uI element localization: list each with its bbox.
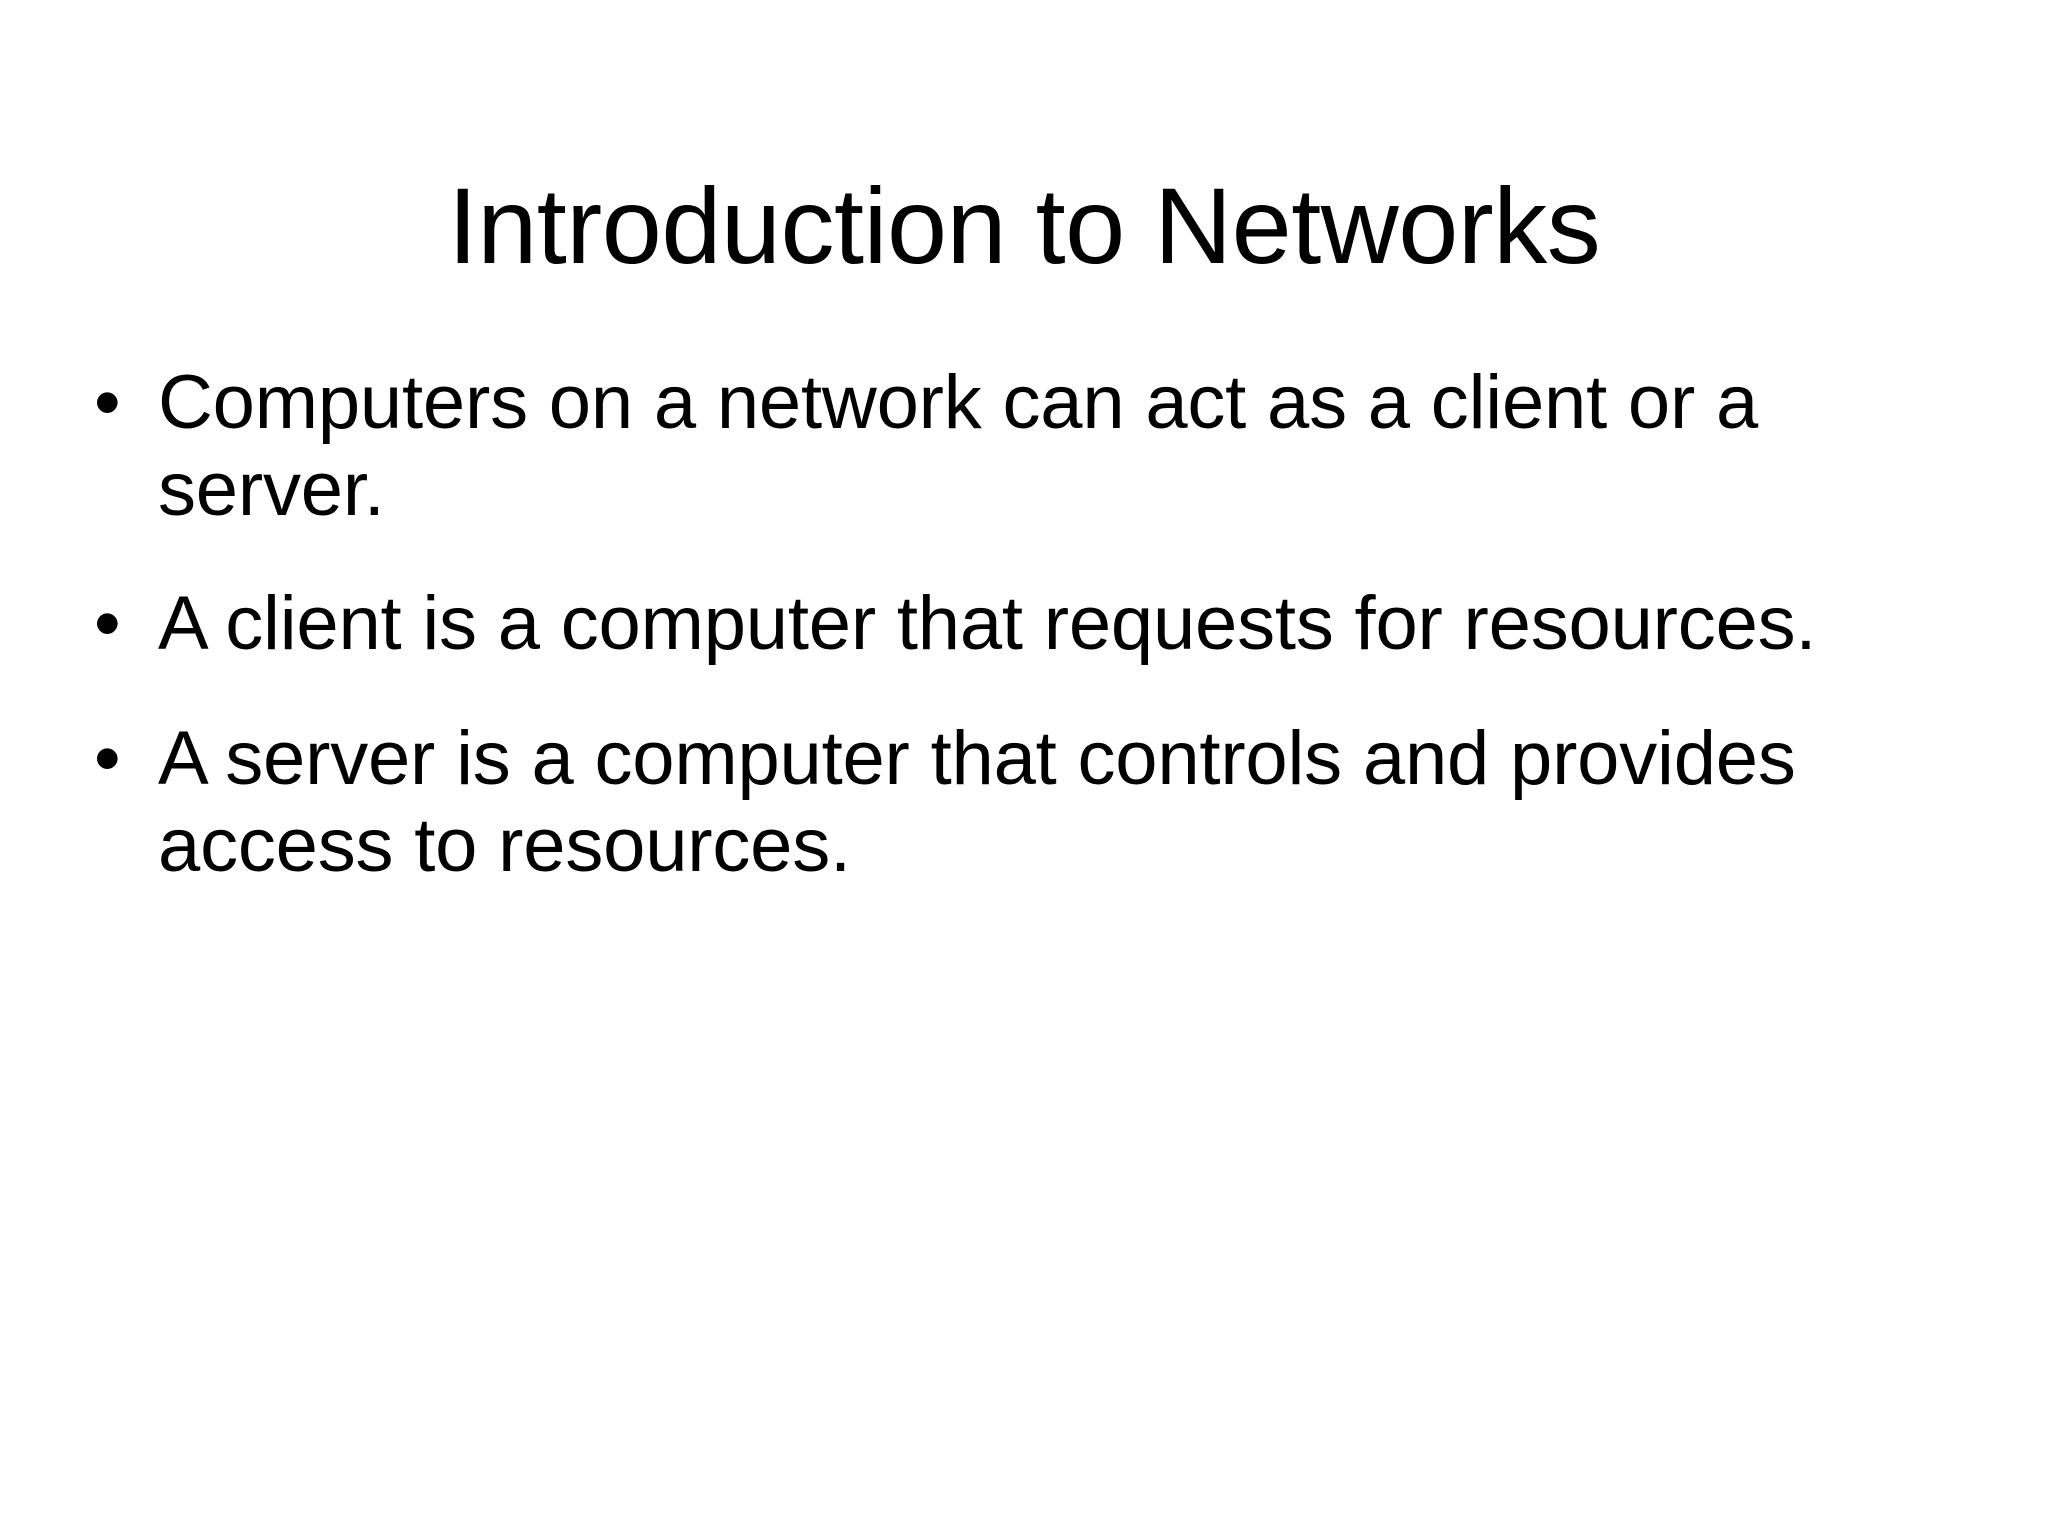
bullet-point-icon: •	[94, 360, 121, 445]
list-item: • A server is a computer that controls a…	[86, 716, 1826, 889]
list-item: • A client is a computer that requests f…	[86, 581, 1826, 668]
page-title: Introduction to Networks	[447, 165, 1601, 287]
list-item-text: A client is a computer that requests for…	[158, 581, 1817, 667]
bullet-point-icon: •	[94, 715, 121, 801]
bullet-list: • Computers on a network can act as a cl…	[86, 360, 1826, 889]
list-item-text: A server is a computer that controls and…	[158, 715, 1796, 888]
bullet-point-icon: •	[94, 581, 121, 667]
list-item: • Computers on a network can act as a cl…	[86, 360, 1826, 533]
list-item-text: Computers on a network can act as a clie…	[158, 360, 1759, 532]
